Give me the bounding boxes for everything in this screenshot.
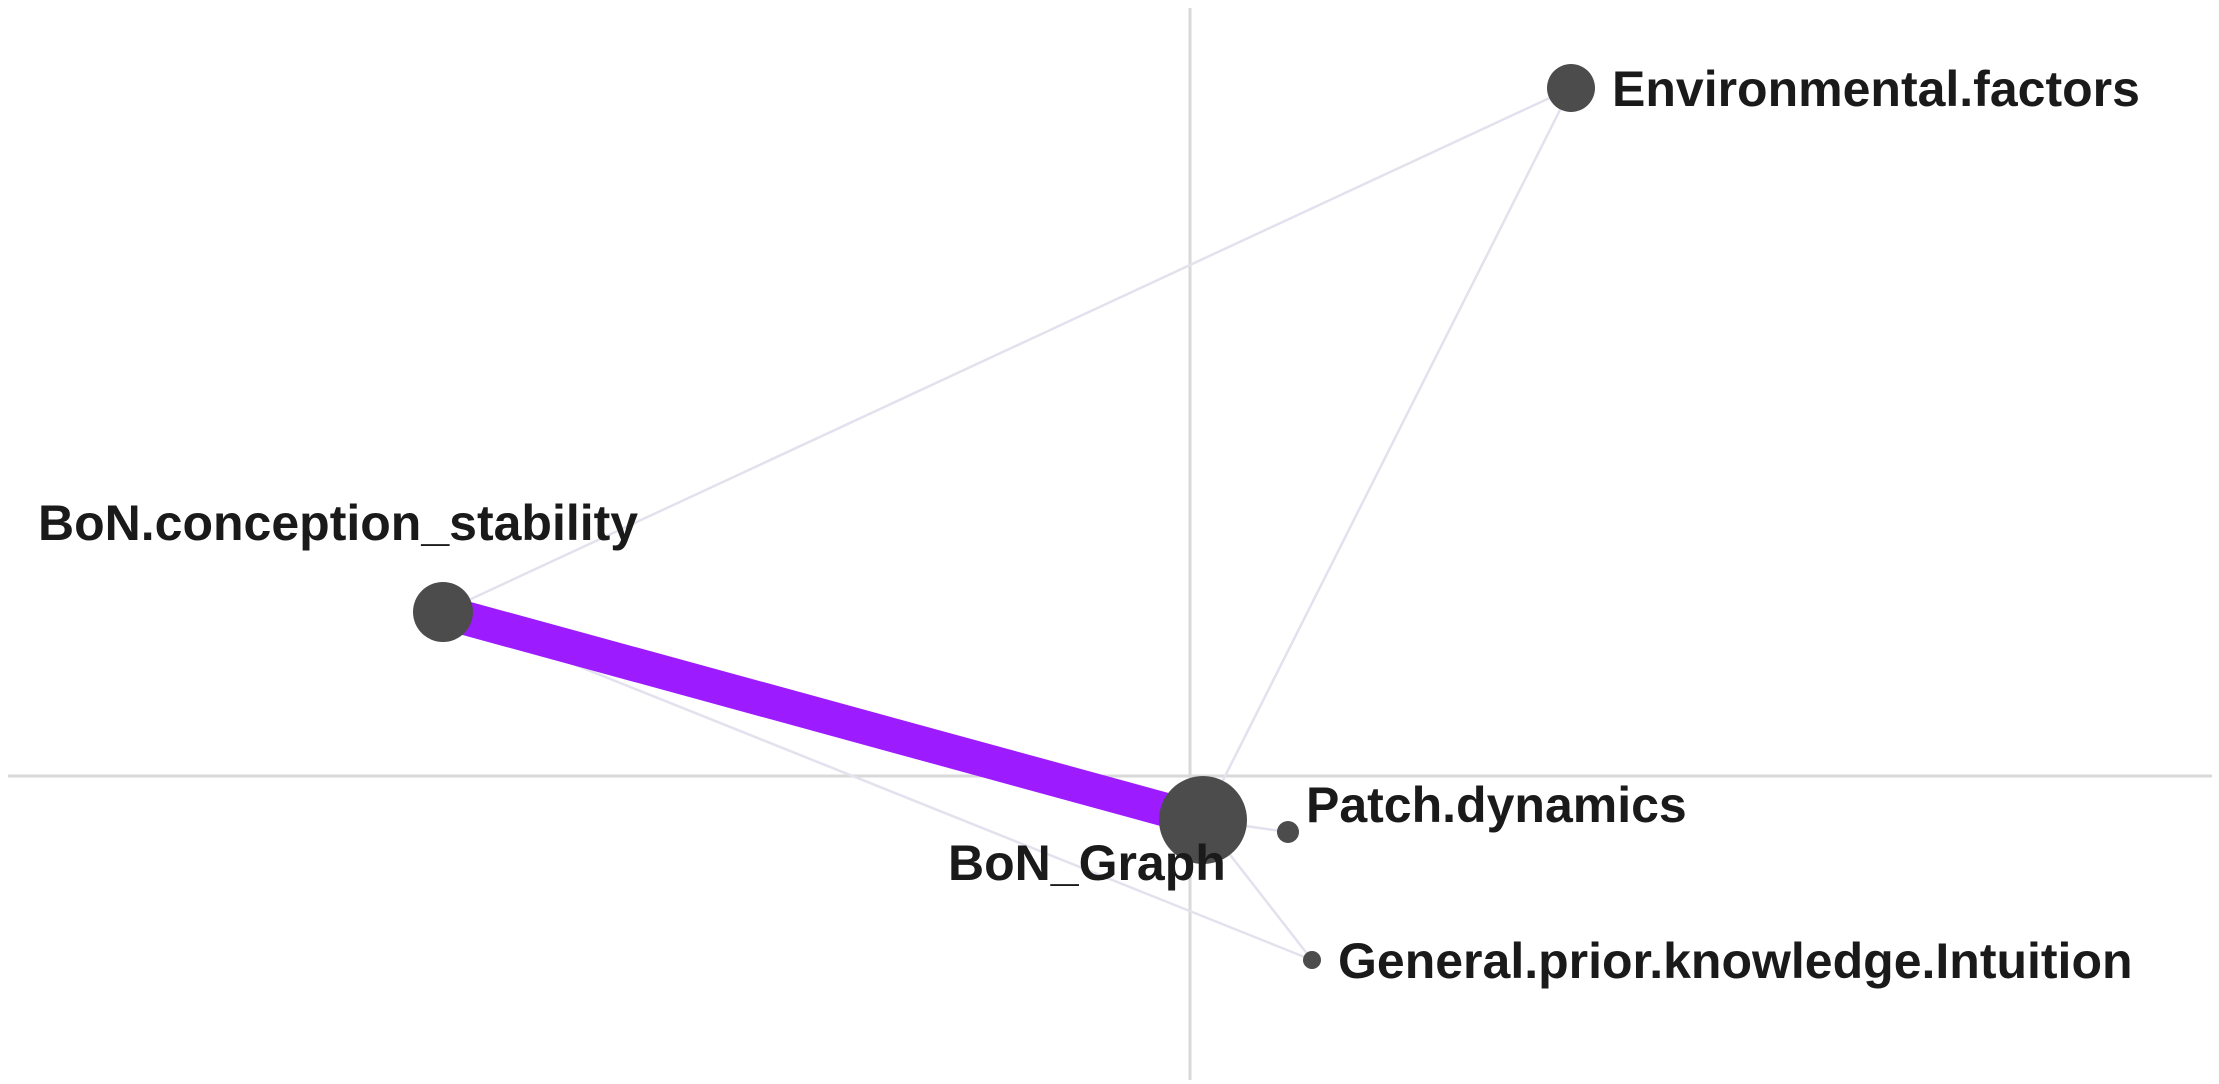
- edge-conception-graph: [438, 595, 1208, 837]
- label-bon-conception-stability: BoN.conception_stability: [38, 495, 638, 551]
- node-patch-dynamics: [1277, 821, 1299, 843]
- label-patch-dynamics: Patch.dynamics: [1306, 777, 1687, 833]
- node-environmental-factors: [1547, 64, 1595, 112]
- edge-conception-prior: [442, 610, 1313, 962]
- edge-graph-environmental: [1201, 87, 1573, 821]
- edge-conception-environmental: [442, 86, 1572, 614]
- node-bon-conception-stability: [413, 582, 473, 642]
- node-bon-graph: [1159, 776, 1247, 864]
- label-environmental-factors: Environmental.factors: [1612, 61, 2140, 117]
- label-bon-graph: BoN_Graph: [948, 835, 1226, 891]
- node-general-prior-knowledge-intuition: [1303, 951, 1321, 969]
- label-general-prior-knowledge-intuition: General.prior.knowledge.Intuition: [1338, 933, 2133, 989]
